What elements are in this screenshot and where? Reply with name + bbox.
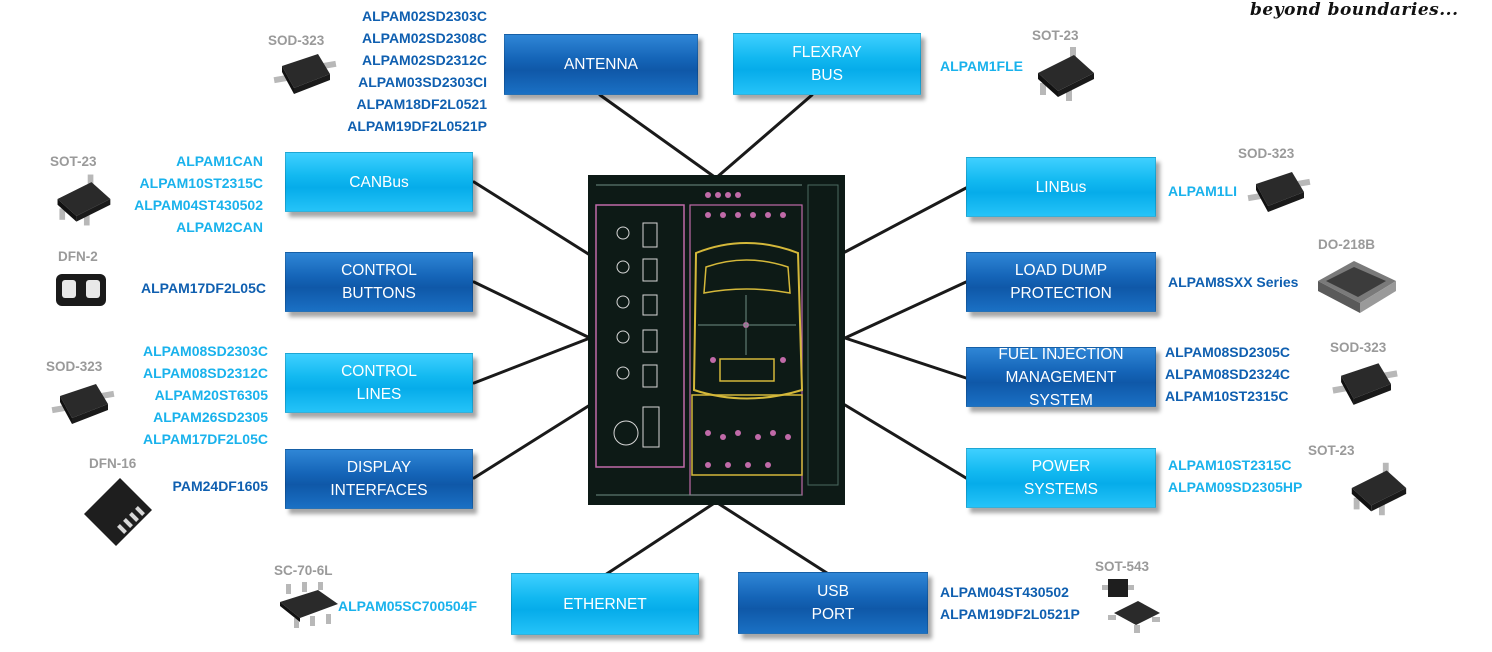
block-flexray-bus[interactable]: FLEXRAY BUS [733,33,921,95]
block-display-interfaces[interactable]: DISPLAY INTERFACES [285,449,473,509]
block-canbus[interactable]: CANBus [285,152,473,212]
package-label-load-dump: DO-218B [1318,237,1376,252]
do-218b-chip-icon [1318,261,1396,313]
sot-23-chip-icon [1038,47,1094,101]
wire-control-lines [472,336,592,385]
block-fuel-injection[interactable]: FUEL INJECTION MANAGEMENT SYSTEM [966,346,1156,409]
wire-linbus [843,186,968,254]
part-number: ALPAM03SD2303CI [358,74,487,90]
package-label-antenna: SOD-323 [268,33,325,48]
package-label-linbus: SOD-323 [1238,146,1295,161]
block-usb-port[interactable]: USB PORT [738,572,928,634]
package-label-flexray: SOT-23 [1032,28,1079,43]
part-number: ALPAM19DF2L0521P [347,118,487,134]
wire-load-dump [843,280,968,340]
part-number: ALPAM1CAN [176,153,263,169]
dfn-2-chip-icon [56,274,106,306]
part-number: ALPAM8SXX Series [1168,274,1299,290]
part-number: ALPAM08SD2324C [1165,366,1291,382]
block-ethernet[interactable]: ETHERNET [511,573,699,635]
part-number: ALPAM17DF2L05C [143,431,268,447]
wire-control-buttons [472,280,592,340]
part-number: ALPAM02SD2303C [361,8,487,24]
block-antenna[interactable]: ANTENNA [504,34,698,95]
part-number: ALPAM18DF2L0521 [356,96,487,112]
package-label-power: SOT-23 [1308,443,1355,458]
part-number: ALPAM04ST430502 [940,584,1069,600]
parts-linbus: ALPAM1LI [1168,180,1237,202]
sod-323-chip-icon [51,384,115,424]
wire-ethernet [603,500,718,577]
sod-323-chip-icon [273,54,337,94]
part-number: ALPAM1FLE [940,58,1023,74]
part-number: ALPAM19DF2L0521P [940,606,1080,622]
part-number: ALPAM17DF2L05C [141,280,266,296]
wire-display [472,403,592,480]
part-number: ALPAM04ST430502 [134,197,263,213]
tagline: beyond boundaries... [1250,0,1459,20]
parts-flexray: ALPAM1FLE [940,55,1023,77]
sot-543-chip-icon [1102,579,1160,633]
sot-23-chip-icon [57,174,111,226]
package-label-display: DFN-16 [89,456,137,471]
wire-canbus [472,180,592,257]
wire-usb [714,500,832,577]
part-number: ALPAM09SD2305HP [1168,479,1303,495]
package-label-usb: SOT-543 [1095,559,1150,574]
parts-fuel: ALPAM08SD2305C ALPAM08SD2324C ALPAM10ST2… [1165,341,1290,407]
part-number: ALPAM02SD2308C [361,30,487,46]
parts-control-buttons: ALPAM17DF2L05C [141,277,266,299]
package-label-fuel: SOD-323 [1330,340,1387,355]
parts-ethernet: ALPAM05SC700504F [338,595,477,617]
part-number: ALPAM10ST2315C [1168,457,1292,473]
sot-23-chip-icon [1351,462,1407,516]
parts-load-dump: ALPAM8SXX Series [1168,271,1298,293]
wire-antenna [598,93,718,180]
wire-flexray [714,93,814,180]
part-number: ALPAM05SC700504F [338,598,478,614]
part-number: ALPAM08SD2312C [142,365,268,381]
block-linbus[interactable]: LINBus [966,157,1156,217]
package-label-control-lines: SOD-323 [46,359,103,374]
parts-power: ALPAM10ST2315C ALPAM09SD2305HP [1168,454,1302,498]
block-control-lines[interactable]: CONTROL LINES [285,353,473,413]
package-label-canbus: SOT-23 [50,154,97,169]
parts-display: PAM24DF1605 [173,475,268,497]
part-number: ALPAM08SD2303C [142,343,268,359]
wire-fuel [843,336,968,380]
pcb-car-board-icon [588,175,845,505]
parts-control-lines: ALPAM08SD2303C ALPAM08SD2312C ALPAM20ST6… [143,340,268,450]
wire-power [843,403,968,480]
part-number: ALPAM02SD2312C [361,52,487,68]
part-number: PAM24DF1605 [172,478,268,494]
part-number: ALPAM10ST2315C [1165,388,1289,404]
part-number: ALPAM2CAN [176,219,263,235]
block-control-buttons[interactable]: CONTROL BUTTONS [285,252,473,312]
parts-antenna: ALPAM02SD2303C ALPAM02SD2308C ALPAM02SD2… [347,5,487,137]
package-label-control-buttons: DFN-2 [58,249,98,264]
part-number: ALPAM10ST2315C [139,175,263,191]
block-load-dump-protection[interactable]: LOAD DUMP PROTECTION [966,252,1156,312]
sod-323-chip-icon [1247,172,1311,212]
part-number: ALPAM1LI [1168,183,1237,199]
sod-323-chip-icon [1332,363,1398,405]
package-label-ethernet: SC-70-6L [274,563,333,578]
parts-usb: ALPAM04ST430502 ALPAM19DF2L0521P [940,581,1080,625]
parts-canbus: ALPAM1CAN ALPAM10ST2315C ALPAM04ST430502… [134,150,263,238]
part-number: ALPAM26SD2305 [153,409,268,425]
part-number: ALPAM20ST6305 [154,387,268,403]
sc-70-6l-chip-icon [280,582,338,628]
part-number: ALPAM08SD2305C [1165,344,1291,360]
block-power-systems[interactable]: POWER SYSTEMS [966,448,1156,508]
dfn-16-chip-icon [84,478,152,546]
